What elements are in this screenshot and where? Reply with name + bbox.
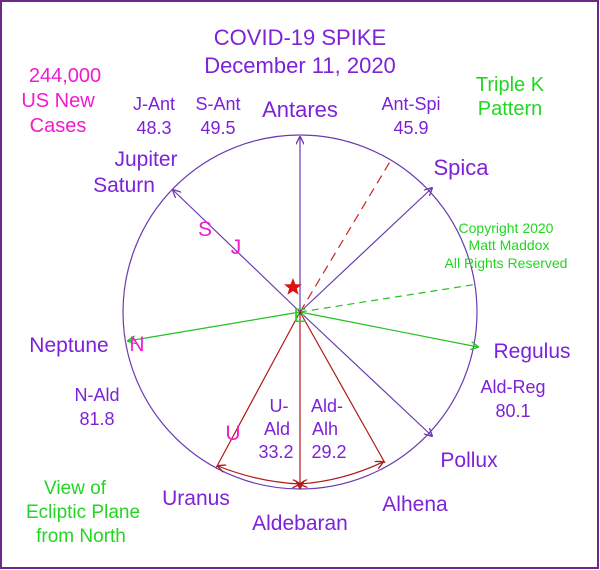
view-line1: View of: [44, 478, 107, 499]
angle-ant-spi-label: Ant-Spi: [381, 94, 440, 114]
cases-line2: US New: [21, 90, 95, 112]
title-line2: December 11, 2020: [204, 53, 396, 78]
angle-n-ald-label: N-Ald: [74, 385, 119, 405]
label-jupiter: Jupiter: [114, 148, 177, 171]
label-regulus: Regulus: [493, 340, 570, 363]
line-uranus: [215, 311, 301, 469]
copyright-line2: Matt Maddox: [469, 237, 550, 253]
label-uranus: Uranus: [162, 487, 230, 510]
angle-ald-reg-label: Ald-Reg: [480, 377, 545, 397]
angle-ald-alh-line2: Alh: [312, 419, 338, 439]
line-neptune: [128, 311, 301, 341]
marker-neptune: N: [129, 333, 144, 356]
angle-ald-alh-value: 29.2: [311, 442, 346, 462]
copyright-line3: All Rights Reserved: [445, 255, 568, 271]
cases-line3: Cases: [30, 115, 87, 137]
line-jupiter-saturn: [173, 190, 301, 313]
label-antares: Antares: [262, 97, 338, 122]
label-alhena: Alhena: [382, 493, 448, 516]
arc-u-ald: [218, 466, 300, 484]
line-regulus: [299, 311, 478, 347]
angle-n-ald-value: 81.8: [79, 409, 114, 429]
pattern-line2: Pattern: [478, 98, 542, 120]
angle-u-ald-line1: U-: [270, 396, 289, 416]
pattern-line1: Triple K: [476, 74, 545, 96]
angle-j-ant-value: 48.3: [136, 118, 171, 138]
angle-j-ant-label: J-Ant: [133, 94, 175, 114]
label-neptune: Neptune: [29, 334, 108, 357]
earth-label: E: [294, 306, 307, 327]
marker-jupiter: J: [231, 236, 242, 259]
arc-ald-alh: [300, 462, 383, 484]
copyright-line1: Copyright 2020: [459, 220, 554, 236]
angle-u-ald-value: 33.2: [258, 442, 293, 462]
angle-ald-alh-line1: Ald-: [311, 396, 343, 416]
label-saturn: Saturn: [93, 174, 155, 197]
view-line3: from North: [36, 526, 126, 547]
ecliptic-circle: [122, 134, 478, 490]
label-aldebaran: Aldebaran: [252, 512, 348, 535]
angle-u-ald-line2: Ald: [264, 419, 290, 439]
angle-ant-spi-value: 45.9: [393, 118, 428, 138]
line-green-dashed: [299, 283, 479, 313]
star-icon: [284, 278, 302, 295]
angle-s-ant-label: S-Ant: [195, 94, 240, 114]
line-pollux: [299, 311, 432, 436]
label-spica: Spica: [433, 155, 489, 180]
line-red-dashed: [299, 159, 392, 313]
marker-uranus: U: [225, 422, 240, 445]
title-line1: COVID-19 SPIKE: [214, 25, 386, 50]
line-spica: [299, 188, 432, 313]
angle-s-ant-value: 49.5: [200, 118, 235, 138]
marker-saturn: S: [198, 218, 212, 241]
view-line2: Ecliptic Plane: [26, 502, 140, 523]
line-alhena: [299, 311, 386, 464]
cases-line1: 244,000: [29, 65, 101, 87]
label-pollux: Pollux: [440, 449, 498, 472]
angle-ald-reg-value: 80.1: [495, 401, 530, 421]
